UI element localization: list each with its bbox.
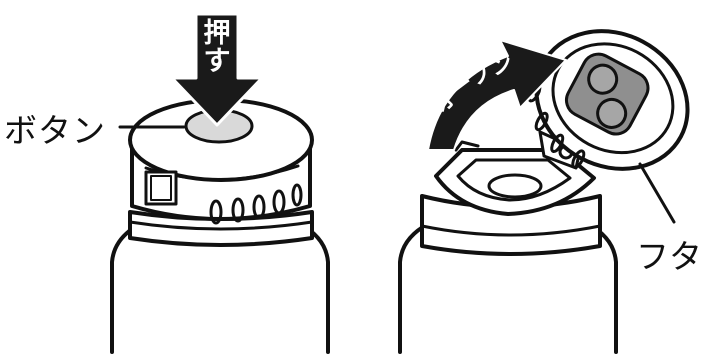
push-label-char: 押: [199, 20, 235, 48]
closed-bottle: [112, 100, 328, 352]
lid-leader-line: [640, 164, 674, 222]
button-label: ボタン: [4, 104, 106, 152]
push-label: 押す: [199, 20, 235, 76]
push-label-char: す: [199, 48, 235, 76]
lid-label: フタ: [636, 230, 702, 278]
